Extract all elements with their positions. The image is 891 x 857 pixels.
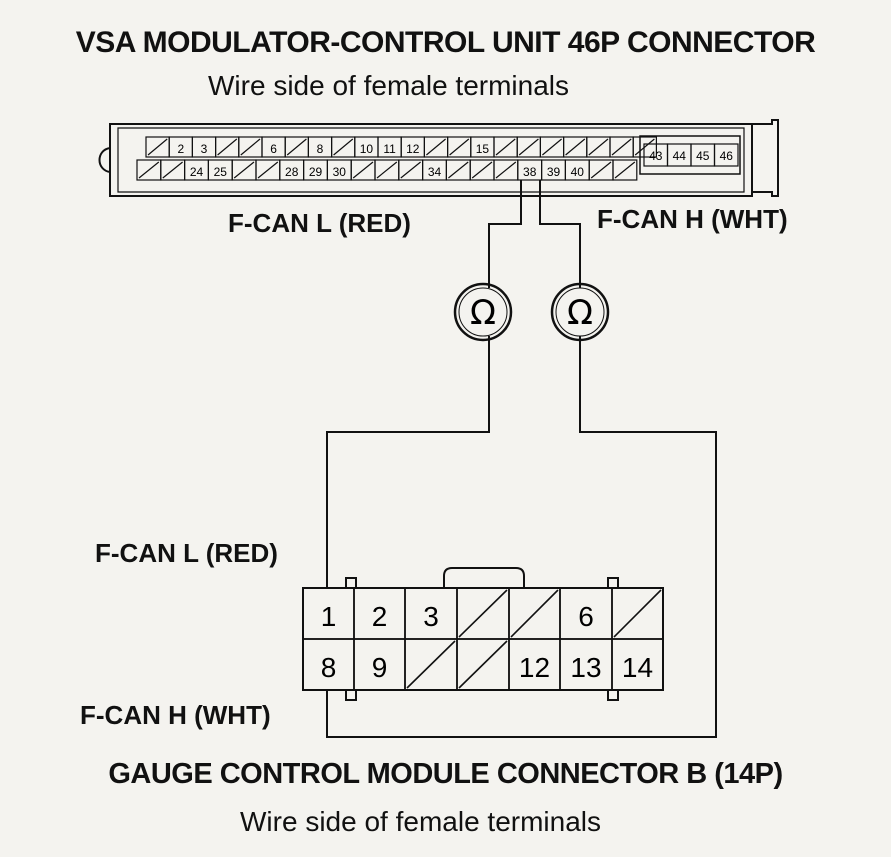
vsa-side-pin-label: 44 [673, 149, 687, 163]
gauge-pin-label: 1 [321, 601, 337, 632]
vsa-pin-empty-slash [614, 161, 636, 179]
vsa-pin-empty-slash [257, 161, 279, 179]
gauge-pin-label: 12 [519, 652, 550, 683]
vsa-pin-empty-slash [495, 138, 516, 156]
vsa-pin-label: 11 [383, 142, 396, 156]
vsa-pin-label: 28 [285, 165, 299, 179]
gauge-pin-empty-slash [613, 589, 662, 638]
top-fcan-l-label: F-CAN L (RED) [228, 208, 411, 238]
vsa-pin-empty-slash [217, 138, 238, 156]
vsa-pin-empty-slash [376, 161, 398, 179]
gauge-pin-empty-slash [510, 589, 559, 638]
vsa-pin-empty-slash [333, 138, 354, 156]
gauge-pin-label: 9 [372, 652, 388, 683]
vsa-pin-label: 38 [523, 165, 537, 179]
vsa-pin-label: 40 [571, 165, 585, 179]
vsa-pin-empty-slash [590, 161, 612, 179]
vsa-pin-label: 25 [214, 165, 228, 179]
vsa-pin-empty-slash [542, 138, 562, 156]
vsa-pin-label: 10 [360, 142, 374, 156]
bottom-fcan-l-label: F-CAN L (RED) [95, 538, 278, 568]
vsa-connector-housing [98, 119, 779, 197]
top-connector-title: VSA MODULATOR-CONTROL UNIT 46P CONNECTOR [75, 26, 816, 59]
vsa-pin-empty-slash [471, 161, 493, 179]
vsa-pin-empty-slash [138, 161, 160, 179]
fcan-l-wire [488, 180, 522, 288]
vsa-pin-empty-slash [240, 138, 261, 156]
vsa-pin-label: 12 [406, 142, 420, 156]
fcan-h-wire-lower [326, 336, 717, 738]
vsa-pin-label: 30 [333, 165, 347, 179]
vsa-pin-empty-slash [611, 138, 632, 156]
gauge-pin-label: 3 [423, 601, 439, 632]
vsa-pin-label: 3 [201, 142, 208, 156]
gauge-pin-empty-slash [406, 640, 456, 689]
vsa-pin-empty-slash [448, 161, 469, 179]
vsa-side-pin-label: 43 [649, 149, 663, 163]
vsa-pin-row-1: 2 3 6 8 10 11 12 15 [145, 136, 658, 158]
ohm-symbol-left: Ω [470, 293, 496, 333]
fcan-h-wire [539, 180, 581, 288]
vsa-pin-empty-slash [426, 138, 446, 156]
vsa-pin-side-block: 43 44 45 46 [643, 143, 739, 167]
vsa-pin-label: 34 [428, 165, 442, 179]
vsa-side-pin-cell [713, 143, 739, 167]
vsa-pin-empty-slash [286, 138, 307, 156]
vsa-side-pin-label: 46 [720, 149, 734, 163]
vsa-pin-cell [612, 159, 638, 181]
vsa-pin-empty-slash [233, 161, 255, 179]
fcan-l-wire-lower [326, 336, 490, 590]
wires [326, 180, 717, 738]
gauge-pin-empty-slash [458, 589, 508, 638]
bottom-connector-subtitle: Wire side of female terminals [240, 806, 602, 837]
vsa-pin-empty-slash [352, 161, 374, 179]
gauge-pin-label: 8 [321, 652, 337, 683]
vsa-pin-label: 6 [270, 142, 277, 156]
ohmmeter-left: Ω [453, 282, 513, 342]
gauge-pin-label: 2 [372, 601, 388, 632]
vsa-pin-empty-slash [518, 138, 539, 156]
vsa-pin-empty-slash [495, 161, 517, 179]
vsa-pin-empty-slash [147, 138, 168, 156]
ohm-symbol-right: Ω [567, 293, 593, 333]
vsa-pin-empty-slash [634, 138, 655, 156]
vsa-pin-label: 15 [476, 142, 490, 156]
gauge-pin-cell [611, 638, 664, 691]
vsa-pin-row-2: 24 25 28 29 30 34 38 39 40 [136, 159, 638, 181]
vsa-pin-empty-slash [162, 161, 183, 179]
vsa-pin-label: 29 [309, 165, 323, 179]
vsa-pin-empty-slash [565, 138, 586, 156]
vsa-side-pin-label: 45 [696, 149, 710, 163]
vsa-pin-label: 8 [317, 142, 324, 156]
ohmmeter-right: Ω [550, 282, 610, 342]
vsa-pin-empty-slash [588, 138, 609, 156]
gauge-pin-empty-slash [458, 640, 508, 689]
gauge-pin-label: 14 [622, 652, 653, 683]
vsa-pin-label: 2 [177, 142, 184, 156]
vsa-pin-cell [632, 136, 658, 158]
top-fcan-h-label: F-CAN H (WHT) [597, 204, 788, 234]
gauge-pin-label: 13 [570, 652, 601, 683]
vsa-pin-empty-slash [449, 138, 470, 156]
vsa-pin-empty-slash [400, 161, 421, 179]
vsa-pin-label: 39 [547, 165, 561, 179]
top-connector-subtitle: Wire side of female terminals [208, 70, 570, 101]
gauge-pin-label: 6 [578, 601, 594, 632]
bottom-connector-title: GAUGE CONTROL MODULE CONNECTOR B (14P) [108, 758, 783, 790]
vsa-pin-label: 24 [190, 165, 204, 179]
bottom-fcan-h-label: F-CAN H (WHT) [80, 700, 271, 730]
